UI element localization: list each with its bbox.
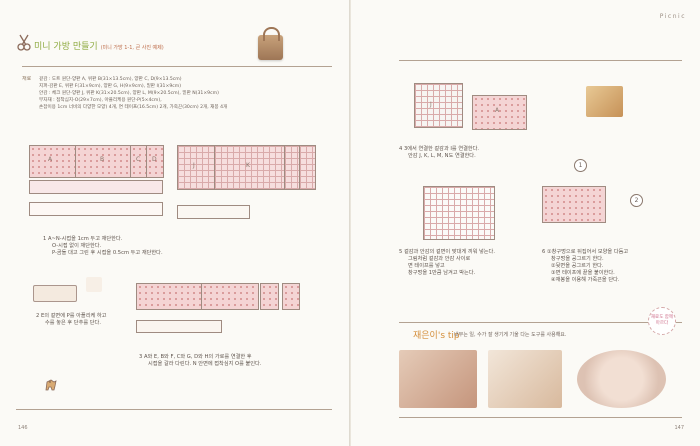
material-line: 지퍼-감판 E, 위판 F(31×9cm), 양판 G, H(9×9cm), 밑… bbox=[39, 84, 182, 89]
assembly-sketch bbox=[423, 186, 495, 240]
step-4a: 4 3에서 연결한 겉감과 I를 연결한다. bbox=[399, 146, 480, 152]
materials-list: 재료 겉감 : 도트 원단-양판 A, 위판 B(31×13.5cm), 양판 … bbox=[22, 76, 332, 111]
materials-label: 재료 bbox=[22, 76, 32, 82]
pattern-panel-a: A bbox=[29, 145, 77, 178]
step-5b: 그림처럼 겉감과 안감 사이로 bbox=[408, 256, 471, 262]
step-6d: ③면 테이프에 끝을 붙이한다. bbox=[551, 270, 615, 276]
material-line: 겉감 : 도트 원단-양판 A, 위판 B(31×13.5cm), 양판 C, … bbox=[39, 77, 182, 82]
finished-bag-sketch bbox=[542, 186, 606, 223]
left-page: 미니 가방 만들기(미니 가방 1-1, 큰 사진 예제) 재료 겉감 : 도트… bbox=[0, 0, 349, 446]
pattern-panel-b: B bbox=[75, 145, 132, 178]
tip-photo-2 bbox=[488, 350, 562, 408]
pattern-panel-k: K bbox=[214, 145, 286, 190]
callout-1: 1 bbox=[574, 159, 587, 172]
lining-box-j: J bbox=[414, 83, 463, 128]
right-bottom-divider bbox=[399, 417, 682, 418]
bear-applique bbox=[86, 277, 102, 292]
page-number-right: 147 bbox=[674, 425, 684, 431]
tip-title: 재은이's tip bbox=[413, 331, 460, 341]
title-divider bbox=[22, 66, 332, 67]
step-5a: 5 겉감과 안감의 겉면이 맞대게 끼워 넣는다. bbox=[399, 249, 495, 255]
step-6a: 6 ①창구멍으로 뒤집어서 모양을 다듬고 bbox=[542, 249, 629, 255]
step-1c: P-곰돌 대고 그린 후 시접을 0.5cm 두고 재단한다. bbox=[52, 250, 163, 256]
step-6b: 창구멍을 공그르기 한다. bbox=[551, 256, 604, 262]
step-6e: ④재봉을 이용해 가죽끈을 단다. bbox=[551, 277, 620, 283]
tip-text: 내부는 일, 수가 잘 생기게 기울 다는 도구를 사용해요. bbox=[454, 332, 567, 338]
step-6c: ②뒷면을 공그르기 한다. bbox=[551, 263, 604, 269]
pattern-panel-m bbox=[299, 145, 316, 190]
pattern-panel-n bbox=[177, 205, 250, 219]
pattern-panel-c: C bbox=[130, 145, 148, 178]
applique-sample bbox=[33, 285, 77, 302]
step-3a: 3 A와 E, B와 F, C와 G, D와 H의 가로를 연결한 후 bbox=[139, 354, 252, 360]
pattern-panel-j: J bbox=[177, 145, 216, 190]
step-3b: 시접을 갈라 다린다. N 안면에 접착심지 O를 붙인다. bbox=[148, 361, 262, 367]
material-line: 손잡이용 1cm 너비의 다양한 모양) 4개, 면 테이프(16.5cm) 2… bbox=[39, 105, 228, 110]
scissors-icon bbox=[17, 34, 31, 51]
bag-photo bbox=[258, 27, 283, 60]
pony-icon bbox=[45, 379, 57, 391]
step-5c: 면 테이프를 넣고 bbox=[408, 263, 445, 269]
tip-photo-3 bbox=[577, 350, 666, 408]
tip-photo-1 bbox=[399, 350, 477, 408]
step-2a: 2 E의 겉면에 P를 아플리케 하고 bbox=[36, 313, 107, 319]
page-header: Picnic bbox=[659, 13, 686, 20]
step-5d: 창구멍을 1만큼 남겨고 박는다. bbox=[408, 270, 476, 276]
bottom-divider bbox=[16, 409, 332, 410]
step-1b: O-시접 없이 재단한다. bbox=[52, 243, 102, 249]
combined-panel-c bbox=[260, 283, 279, 310]
detail-photo bbox=[586, 86, 623, 117]
step-4b: 안감 J, K, L, M, N도 연결한다. bbox=[408, 153, 476, 159]
combined-panel-d bbox=[282, 283, 300, 310]
header-divider bbox=[399, 60, 682, 61]
tip-divider bbox=[399, 322, 682, 323]
pattern-panel-e bbox=[29, 180, 163, 194]
pattern-panel-d: D bbox=[146, 145, 164, 178]
combined-panel-o bbox=[136, 320, 222, 333]
book-gutter bbox=[349, 0, 351, 446]
step-1a: 1 A~N-시접을 1cm 두고 재단한다. bbox=[43, 236, 123, 242]
pattern-panel-f bbox=[29, 202, 163, 216]
page-number-left: 146 bbox=[18, 425, 28, 431]
material-line: 안감 : 체크 원단-양판 J, 위판 K(31×20.5cm), 양판 L, … bbox=[39, 91, 219, 96]
outer-box-a: A bbox=[472, 95, 527, 130]
circle-note: 재료도 함께 마르다 bbox=[648, 307, 676, 335]
combined-panel-a bbox=[136, 283, 202, 310]
callout-2: 2 bbox=[630, 194, 643, 207]
material-line: 부자재 : 접착심지-O(29×7cm), 아플리케용 원단-P(5×4cm), bbox=[39, 98, 162, 103]
combined-panel-b bbox=[201, 283, 259, 310]
page-title: 미니 가방 만들기(미니 가방 1-1, 큰 사진 예제) bbox=[34, 42, 164, 52]
step-2b: 수를 놓은 후 단추를 단다. bbox=[45, 320, 101, 326]
